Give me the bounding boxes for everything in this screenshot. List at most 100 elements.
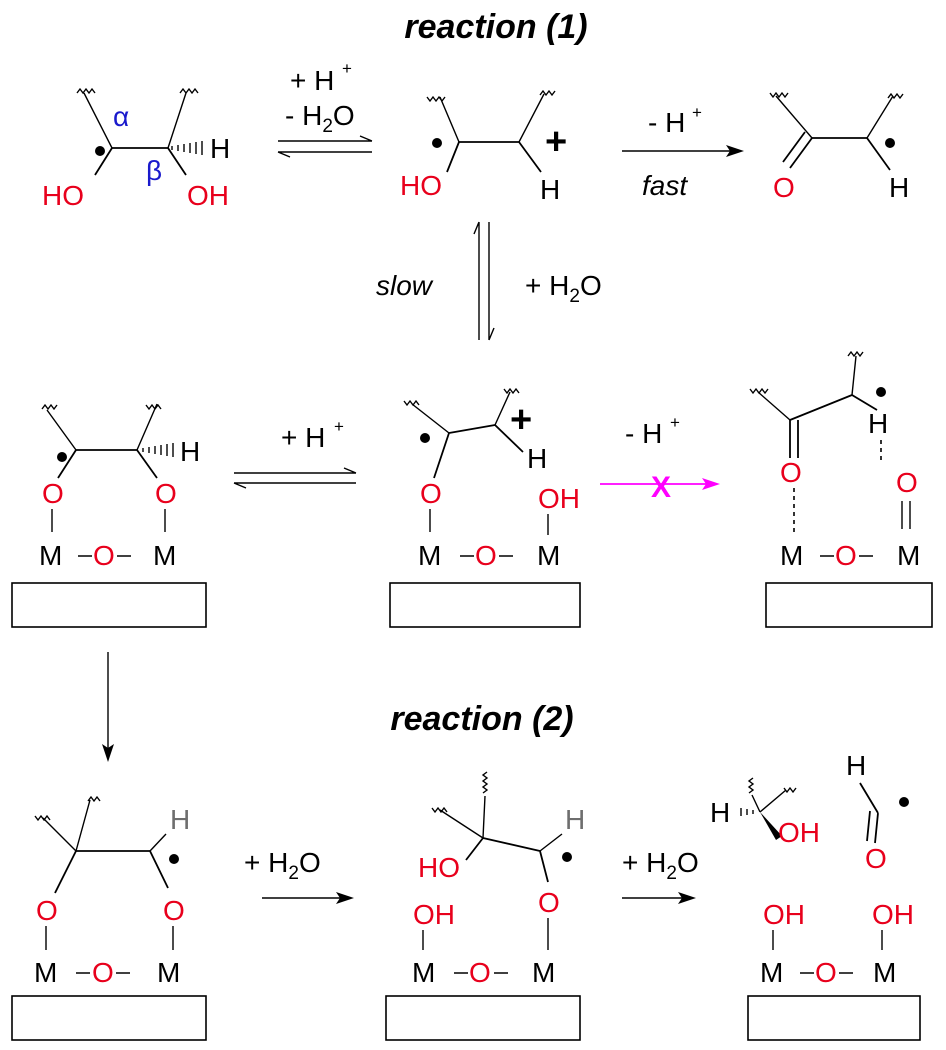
formyl-oxygen: O — [865, 843, 887, 874]
radical-dot — [95, 146, 105, 156]
label-plus-h2o: + H2O — [622, 847, 699, 884]
hydroxyl: HO — [400, 170, 442, 201]
label-plus-h-sup: + — [342, 59, 352, 78]
label-fast: fast — [642, 170, 688, 201]
oxygen-upper: O — [780, 457, 802, 488]
label-plus-h2o: + H2O — [525, 270, 602, 307]
label-minus-h-sup: + — [670, 413, 680, 432]
blocked-mark: X — [651, 471, 671, 504]
metal-left: M — [412, 957, 435, 988]
radical-dot — [899, 797, 909, 807]
hashed-wedge — [740, 808, 754, 816]
oxygen-right: O — [163, 895, 185, 926]
surface-support — [11, 582, 207, 628]
metal-right: M — [873, 957, 896, 988]
surface-support — [747, 995, 921, 1041]
surface-support — [385, 995, 581, 1041]
surface-hydroxyl: OH — [538, 483, 580, 514]
hashed-wedge — [142, 443, 174, 457]
formyl-h: H — [846, 750, 866, 781]
metal-left: M — [780, 540, 803, 571]
water-arrow-1: + H2O — [244, 847, 354, 904]
radical-dot — [885, 138, 895, 148]
label-minus-h-sup: + — [692, 103, 702, 122]
equilibrium-arrow-2: + H + — [233, 417, 357, 489]
bridge-oxygen: O — [835, 540, 857, 571]
radical-dot — [169, 854, 179, 864]
cation-plus: + — [545, 121, 567, 163]
oxo-oxygen: O — [896, 467, 918, 498]
bridge-oxygen: O — [93, 540, 115, 571]
oxygen-right: O — [538, 887, 560, 918]
h-atom: H — [889, 172, 909, 203]
oxygen: O — [420, 478, 442, 509]
radical-dot — [57, 452, 67, 462]
surface-hydroxyl: OH — [413, 899, 455, 930]
fast-arrow: - H + fast — [622, 103, 744, 201]
radical-dot — [432, 138, 442, 148]
h-atom: H — [540, 174, 560, 205]
label-minus-h2o: - H2O — [285, 100, 355, 137]
surface-support — [11, 995, 207, 1041]
label-plus-h-sup: + — [334, 417, 344, 436]
bridge-oxygen: O — [469, 957, 491, 988]
surface-support — [765, 582, 933, 628]
metal-right: M — [532, 957, 555, 988]
carbonyl-oxygen: O — [773, 172, 795, 203]
h-atom: H — [710, 797, 730, 828]
hydroxyl: OH — [778, 817, 820, 848]
oxygen-left: O — [36, 895, 58, 926]
surface-carbocation: + H O OH M O M — [389, 387, 581, 628]
down-arrow — [102, 652, 114, 762]
alpha-label: α — [113, 101, 129, 132]
surface-hydroxyl-left: OH — [763, 899, 805, 930]
radical-dot — [876, 387, 886, 397]
hashed-wedge — [171, 141, 203, 155]
equilibrium-arrow-1: + H + - H2O — [277, 59, 373, 158]
h-atom: H — [180, 436, 200, 467]
oxygen-left: O — [42, 478, 64, 509]
surface-bound-diol: H O O M O M — [11, 403, 207, 628]
label-minus-h: - H — [625, 418, 662, 449]
bridge-oxygen: O — [815, 957, 837, 988]
radical-dot — [420, 433, 430, 443]
hydroxyl: HO — [418, 852, 460, 883]
h-atom: H — [868, 408, 888, 439]
metal-left: M — [39, 540, 62, 571]
metal-right: M — [897, 540, 920, 571]
hydroxyl-beta: OH — [187, 180, 229, 211]
label-plus-h: + H — [281, 422, 325, 453]
metal-right: M — [157, 957, 180, 988]
hydrated-surface-radical: H HO OH O M O M — [385, 771, 585, 1041]
cleaved-products: H OH H O OH OH M O M — [710, 750, 921, 1041]
aldehyde-h: H — [565, 804, 585, 835]
vertical-equilibrium-arrow: slow + H2O — [376, 221, 602, 341]
beta-label: β — [146, 155, 162, 186]
cation-plus: + — [510, 399, 532, 441]
h-atom: H — [527, 443, 547, 474]
water-arrow-2: + H2O — [622, 847, 699, 904]
metal-left: M — [760, 957, 783, 988]
h-atom: H — [210, 133, 230, 164]
hypothetical-ketone-surface: H O O M O M — [749, 350, 933, 628]
label-plus-h2o: + H2O — [244, 847, 321, 884]
title-reaction-2: reaction (2) — [390, 700, 573, 738]
label-plus-h: + H — [290, 65, 334, 96]
metal-right: M — [537, 540, 560, 571]
metal-left: M — [34, 957, 57, 988]
ketone-radical: O H — [769, 91, 909, 203]
title-reaction-1: reaction (1) — [404, 8, 587, 46]
label-minus-h: - H — [648, 107, 685, 138]
rearranged-surface-radical: H O O M O M — [11, 795, 207, 1041]
metal-right: M — [153, 540, 176, 571]
blocked-arrow: X - H + — [600, 413, 720, 504]
carbocation-radical: + HO H — [400, 89, 567, 205]
metal-left: M — [418, 540, 441, 571]
hydroxyl-alpha: HO — [42, 180, 84, 211]
label-slow: slow — [376, 270, 434, 301]
surface-support — [389, 582, 581, 628]
bridge-oxygen: O — [475, 540, 497, 571]
diol-radical: α β H HO OH — [42, 87, 230, 211]
surface-hydroxyl-right: OH — [872, 899, 914, 930]
